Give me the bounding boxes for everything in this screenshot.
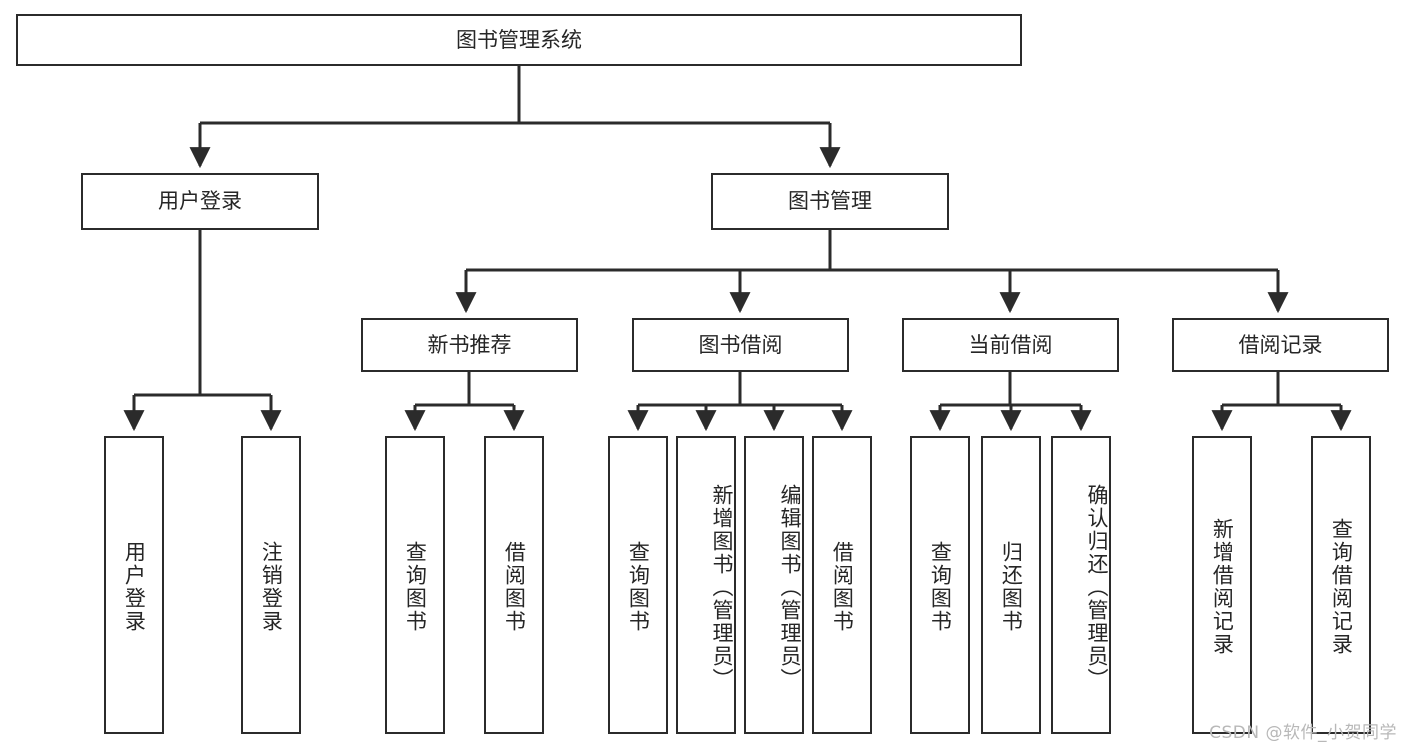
node-leaf-query-book-cur-label: 查询图书 (928, 541, 953, 633)
node-leaf-add-book-admin[interactable]: 新增图书（管理员） (676, 436, 736, 734)
node-current-borrow-label: 当前借阅 (968, 332, 1053, 357)
node-leaf-add-borrow-record[interactable]: 新增借阅记录 (1192, 436, 1252, 734)
node-leaf-query-book-rec-label: 查询图书 (403, 541, 428, 633)
node-root[interactable]: 图书管理系统 (16, 14, 1022, 66)
node-leaf-borrow-book-rec[interactable]: 借阅图书 (484, 436, 544, 734)
node-leaf-edit-book-admin-label: 编辑图书（管理员） (778, 483, 802, 691)
node-leaf-user-login-label: 用户登录 (122, 541, 147, 633)
node-leaf-user-login[interactable]: 用户登录 (104, 436, 164, 734)
node-leaf-confirm-return-admin[interactable]: 确认归还（管理员） (1051, 436, 1111, 734)
node-leaf-borrow-book-label: 借阅图书 (830, 541, 855, 633)
node-leaf-borrow-book[interactable]: 借阅图书 (812, 436, 872, 734)
node-current-borrow[interactable]: 当前借阅 (902, 318, 1119, 372)
node-leaf-query-book-rec[interactable]: 查询图书 (385, 436, 445, 734)
node-borrow-record[interactable]: 借阅记录 (1172, 318, 1389, 372)
node-leaf-query-borrow-record[interactable]: 查询借阅记录 (1311, 436, 1371, 734)
node-leaf-add-borrow-record-label: 新增借阅记录 (1210, 518, 1235, 656)
node-leaf-edit-book-admin[interactable]: 编辑图书（管理员） (744, 436, 804, 734)
node-book-borrow-label: 图书借阅 (698, 332, 783, 357)
node-leaf-query-book-borrow-label: 查询图书 (626, 541, 651, 633)
node-leaf-add-book-admin-label: 新增图书（管理员） (710, 483, 734, 691)
node-book-manage[interactable]: 图书管理 (711, 173, 949, 230)
node-user-login[interactable]: 用户登录 (81, 173, 319, 230)
node-leaf-user-logout[interactable]: 注销登录 (241, 436, 301, 734)
node-book-borrow[interactable]: 图书借阅 (632, 318, 849, 372)
node-leaf-return-book[interactable]: 归还图书 (981, 436, 1041, 734)
node-leaf-query-book-borrow[interactable]: 查询图书 (608, 436, 668, 734)
node-leaf-query-book-cur[interactable]: 查询图书 (910, 436, 970, 734)
node-new-book-recommend-label: 新书推荐 (427, 332, 512, 357)
node-leaf-borrow-book-rec-label: 借阅图书 (502, 541, 527, 633)
node-new-book-recommend[interactable]: 新书推荐 (361, 318, 578, 372)
node-book-manage-label: 图书管理 (788, 189, 872, 214)
node-leaf-return-book-label: 归还图书 (999, 541, 1024, 633)
node-borrow-record-label: 借阅记录 (1238, 332, 1323, 357)
node-leaf-query-borrow-record-label: 查询借阅记录 (1329, 518, 1354, 656)
node-leaf-confirm-return-admin-label: 确认归还（管理员） (1085, 483, 1109, 691)
node-root-label: 图书管理系统 (456, 27, 582, 52)
node-leaf-user-logout-label: 注销登录 (259, 541, 284, 633)
node-user-login-label: 用户登录 (158, 189, 242, 214)
